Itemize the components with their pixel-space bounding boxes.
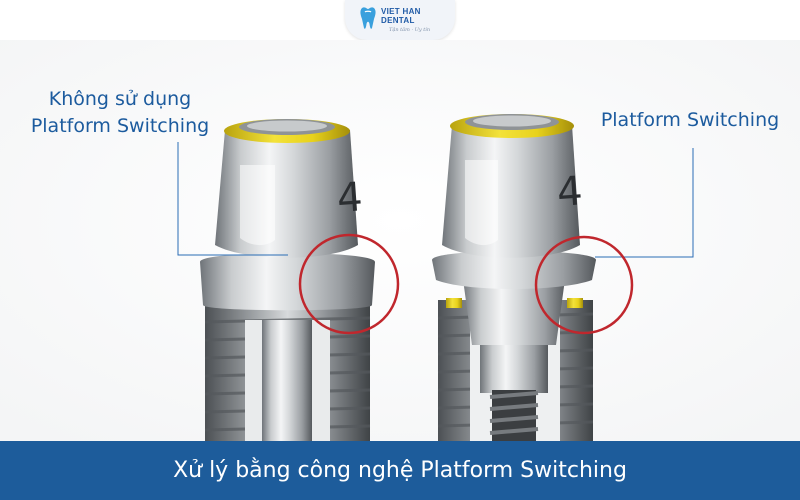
label-left-line2: Platform Switching [30, 115, 210, 137]
left-highlight-circle [298, 233, 400, 335]
label-without-platform-switching: Không sử dụng Platform Switching [20, 86, 220, 140]
label-platform-switching: Platform Switching [600, 109, 780, 131]
caption-text: Xử lý bằng công nghệ Platform Switching [173, 458, 627, 483]
caption-bar: Xử lý bằng công nghệ Platform Switching [0, 441, 800, 500]
label-left-line1: Không sử dụng [48, 88, 192, 110]
brand-tagline: Tận tâm · Uy tín [389, 27, 431, 33]
right-implant [432, 114, 596, 441]
brand-logo: VIET HAN DENTAL Tận tâm · Uy tín [345, 0, 455, 40]
implant-photo: 4 4 [0, 40, 800, 441]
left-leader-line [177, 142, 288, 256]
right-leader-line [595, 148, 694, 258]
right-abutment-number: 4 [555, 168, 584, 216]
brand-name: VIET HAN DENTAL [381, 7, 451, 25]
brand-name-line1: VIET HAN [381, 7, 421, 16]
right-highlight-circle [534, 235, 634, 335]
brand-name-line2: DENTAL [381, 16, 415, 25]
left-implant [200, 119, 375, 441]
left-abutment-number: 4 [335, 174, 364, 222]
tooth-icon [360, 7, 376, 29]
